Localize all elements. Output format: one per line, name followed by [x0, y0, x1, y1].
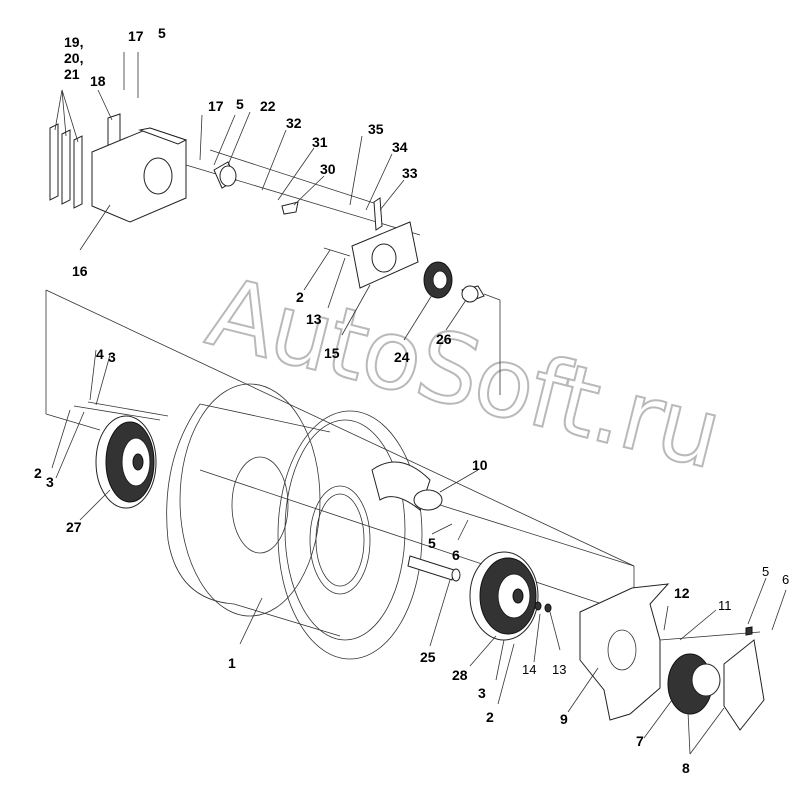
blade-10	[371, 461, 479, 511]
label-2c: 2	[486, 709, 494, 725]
motor-7	[643, 653, 721, 739]
hub-27	[79, 415, 157, 521]
label-21: 21	[64, 66, 80, 82]
plate-15	[323, 221, 419, 336]
label-22: 22	[260, 98, 276, 114]
label-31: 31	[312, 134, 328, 150]
adapter-26	[445, 285, 485, 331]
label-10: 10	[472, 457, 488, 473]
label-32: 32	[286, 115, 302, 131]
label-28: 28	[452, 667, 468, 683]
label-11: 11	[718, 598, 732, 613]
label-16: 16	[72, 263, 88, 279]
drum-1	[166, 383, 423, 660]
bracket-33	[373, 179, 405, 231]
label-17b: 17	[208, 98, 224, 114]
label-6a: 6	[452, 547, 460, 563]
label-19: 19,	[64, 34, 83, 50]
label-17a: 17	[128, 28, 144, 44]
label-12: 12	[674, 585, 690, 601]
hub-22	[213, 111, 251, 189]
label-7: 7	[636, 733, 644, 749]
label-5b: 5	[236, 96, 244, 112]
label-20: 20,	[64, 50, 83, 66]
label-2a: 2	[296, 289, 304, 305]
label-9: 9	[560, 711, 568, 727]
label-13a: 13	[306, 311, 322, 327]
label-34: 34	[392, 139, 408, 155]
label-14: 14	[522, 662, 536, 677]
clip-30	[281, 175, 325, 215]
label-3c: 3	[478, 685, 486, 701]
label-24: 24	[394, 349, 410, 365]
label-27: 27	[66, 519, 82, 535]
bearing-24	[403, 261, 453, 341]
label-6b: 6	[782, 572, 789, 587]
label-1: 1	[228, 655, 236, 671]
label-5a: 5	[158, 25, 166, 41]
label-26: 26	[436, 331, 452, 347]
label-3a: 3	[108, 349, 116, 365]
label-8: 8	[682, 760, 690, 776]
callout-labels: 19, 20, 21 18 17 5 17 5 22 32 31 30 35 3…	[34, 25, 789, 776]
label-18: 18	[90, 73, 106, 89]
label-35: 35	[368, 121, 384, 137]
label-25: 25	[420, 649, 436, 665]
label-30: 30	[320, 161, 336, 177]
label-2b: 2	[34, 465, 42, 481]
label-4: 4	[96, 346, 104, 362]
plate-9	[567, 583, 670, 721]
label-33: 33	[402, 165, 418, 181]
shaft-25	[407, 555, 461, 647]
shims-19-20-21	[49, 89, 83, 209]
housing-16	[79, 52, 188, 251]
label-15: 15	[324, 345, 340, 361]
label-5d: 5	[762, 564, 769, 579]
label-5c: 5	[428, 535, 436, 551]
guard-8	[687, 639, 765, 755]
hub-28	[469, 551, 539, 667]
label-3b: 3	[46, 474, 54, 490]
label-13b: 13	[552, 662, 566, 677]
